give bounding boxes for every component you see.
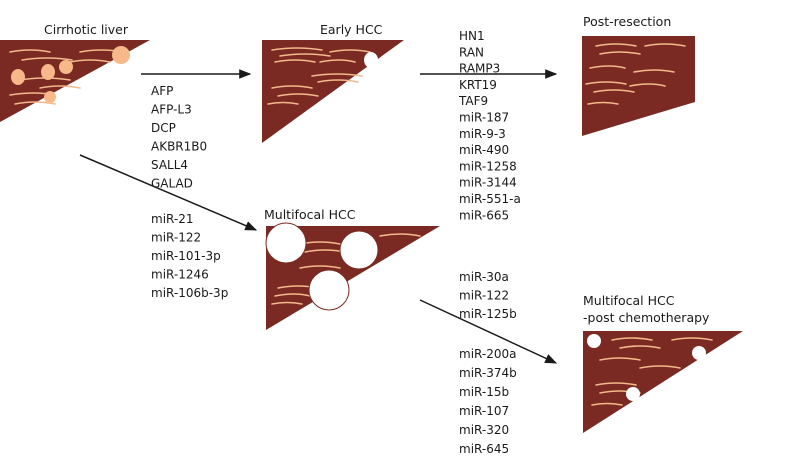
marker-label: miR-200a [459, 347, 516, 361]
marker-label: miR-1258 [459, 159, 517, 173]
marker-label: miR-107 [459, 404, 509, 418]
cirrhotic-liver [0, 40, 150, 122]
marker-label: miR-15b [459, 385, 509, 399]
early-hcc-liver [262, 40, 404, 143]
marker-label: miR-101-3p [151, 249, 221, 263]
marker-label: miR-122 [151, 231, 201, 245]
marker-label: AFP [151, 84, 173, 98]
marker-label: miR-106b-3p [151, 286, 228, 300]
marker-label: KRT19 [459, 78, 497, 92]
stage-label-cirrhotic: Cirrhotic liver [44, 22, 129, 37]
marker-label: AKBR1B0 [151, 140, 207, 154]
markers-cirrhotic-to-multifocal: miR-21 miR-122 miR-101-3p miR-1246 miR-106b-… [151, 212, 228, 300]
marker-label: miR-320 [459, 423, 509, 437]
marker-label: miR-645 [459, 442, 509, 456]
marker-label: miR-125b [459, 307, 517, 321]
stage-label-post-chemo-2: -post chemotherapy [583, 310, 710, 325]
marker-label: miR-1246 [151, 268, 209, 282]
marker-label: AFP-L3 [151, 103, 192, 117]
multifocal-liver [265, 222, 440, 330]
marker-label: miR-490 [459, 143, 509, 157]
marker-label: HN1 [459, 29, 485, 43]
stage-label-early: Early HCC [320, 22, 383, 37]
marker-label: miR-30a [459, 270, 509, 284]
marker-label: RAN [459, 45, 484, 59]
post-resection-liver [582, 36, 695, 136]
marker-label: miR-122 [459, 289, 509, 303]
stage-label-multifocal: Multifocal HCC [264, 207, 356, 222]
marker-label: RAMP3 [459, 62, 500, 76]
marker-label: miR-9-3 [459, 127, 506, 141]
marker-label: miR-187 [459, 111, 509, 125]
marker-label: TAF9 [458, 94, 488, 108]
marker-label: DCP [151, 121, 176, 135]
stage-label-post-resection: Post-resection [583, 14, 671, 29]
marker-label: miR-374b [459, 366, 517, 380]
marker-label: miR-551-a [459, 192, 521, 206]
post-chemo-liver [583, 331, 743, 433]
stage-label-post-chemo-1: Multifocal HCC [583, 293, 675, 308]
markers-multifocal-to-post-chemo-a: miR-30a miR-122 miR-125b [459, 270, 517, 321]
arrow-cirrhotic-to-multifocal [79, 154, 258, 231]
marker-label: miR-3144 [459, 176, 517, 190]
arrow-multifocal-to-post-chemo [419, 299, 558, 364]
marker-label: GALAD [151, 177, 193, 191]
marker-label: miR-21 [151, 212, 193, 226]
marker-label: miR-665 [459, 208, 509, 222]
markers-multifocal-to-post-chemo-b: miR-200a miR-374b miR-15b miR-107 miR-320 miR… [459, 347, 517, 456]
marker-label: SALL4 [151, 158, 188, 172]
